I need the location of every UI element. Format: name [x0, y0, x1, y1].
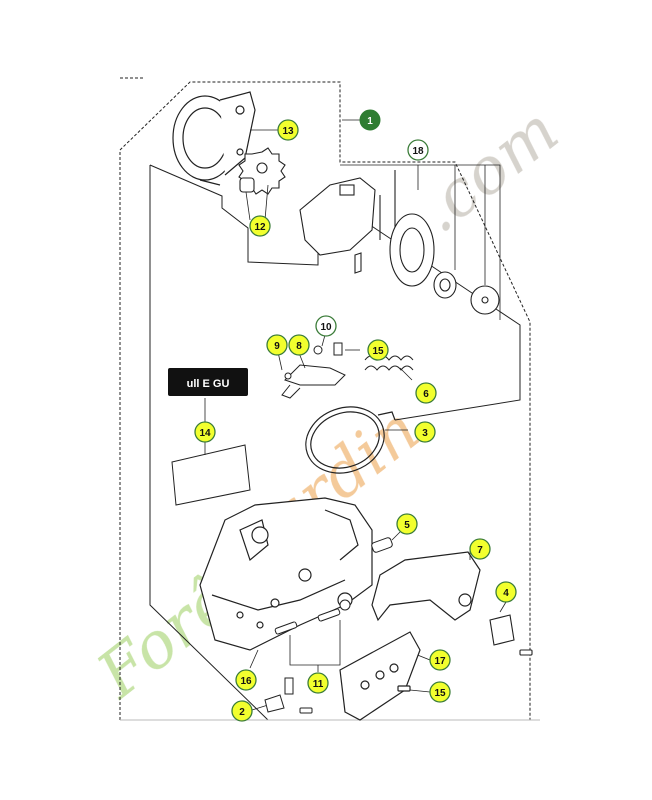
- callout-14: 14: [194, 421, 216, 443]
- leader-lines-18: [340, 164, 501, 320]
- callout-18-label: 18: [412, 146, 424, 157]
- callout-12: 12: [249, 215, 271, 237]
- callout-15-lower: 15: [429, 681, 451, 703]
- decal-text: ull E GU: [187, 378, 230, 390]
- part-17-bar-plate: [339, 631, 421, 721]
- decal-blank: [171, 444, 251, 506]
- callout-15-lower-label: 15: [434, 688, 446, 699]
- callout-2: 2: [231, 700, 253, 722]
- callout-9-label: 9: [274, 341, 280, 352]
- callout-6-label: 6: [423, 389, 429, 400]
- callout-13-label: 13: [282, 126, 294, 137]
- callout-1: 1: [359, 109, 381, 131]
- decal-plate: [168, 368, 248, 396]
- callout-14-label: 14: [199, 428, 211, 439]
- part-3-brake-band: [305, 406, 396, 474]
- callout-13: 13: [277, 119, 299, 141]
- callout-17-label: 17: [434, 656, 446, 667]
- part-5-pin: [371, 529, 403, 553]
- callout-12-label: 12: [254, 222, 266, 233]
- callout-15-upper-label: 15: [372, 346, 384, 357]
- callout-5: 5: [396, 513, 418, 535]
- part-14-decal: ull E GU: [168, 368, 251, 506]
- callout-9: 9: [266, 334, 288, 356]
- callout-18: 18: [407, 139, 429, 161]
- part-11-bolts: [274, 599, 351, 635]
- callout-1-label: 1: [367, 116, 373, 127]
- callout-16: 16: [235, 669, 257, 691]
- callout-8-label: 8: [296, 341, 302, 352]
- watermark-word-com: .com: [404, 94, 572, 248]
- part-2-clip: [264, 677, 313, 714]
- assembly-boundary-dashed: [119, 81, 531, 720]
- callout-3: 3: [414, 421, 436, 443]
- callout-10: 10: [315, 315, 337, 337]
- callout-4-label: 4: [503, 588, 509, 599]
- part-7-chain-guard: [371, 548, 481, 622]
- callout-7-label: 7: [477, 545, 483, 556]
- callout-15-upper: 15: [367, 339, 389, 361]
- cover-outline: [149, 164, 521, 721]
- callout-10-label: 10: [320, 322, 332, 333]
- callout-11-label: 11: [313, 679, 324, 690]
- assembly-frame: [119, 77, 540, 721]
- callout-6: 6: [415, 382, 437, 404]
- callout-2-label: 2: [239, 707, 245, 718]
- callout-11: 11: [307, 672, 329, 694]
- callout-17: 17: [429, 649, 451, 671]
- callout-5-label: 5: [404, 520, 410, 531]
- callout-7: 7: [469, 538, 491, 560]
- part-4-catcher: [489, 601, 533, 656]
- callout-8: 8: [288, 334, 310, 356]
- callout-16-label: 16: [240, 676, 252, 687]
- part-18-chain-brake: [299, 170, 500, 315]
- callout-4: 4: [495, 581, 517, 603]
- part-13-starter-housing: [172, 91, 256, 186]
- part-12-sprocket: [238, 147, 286, 195]
- callout-3-label: 3: [422, 428, 428, 439]
